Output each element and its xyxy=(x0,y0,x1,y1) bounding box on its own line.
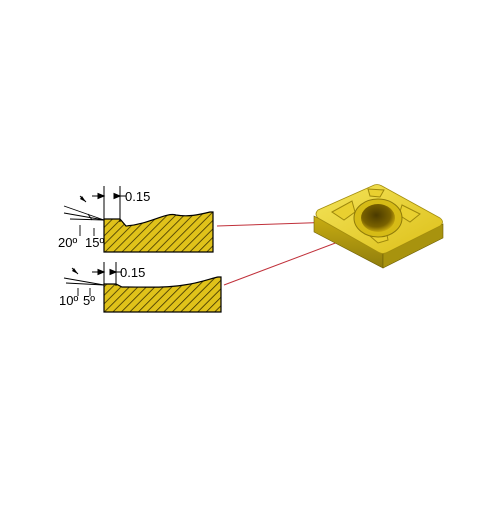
upper-angle-arrow xyxy=(80,196,86,202)
insert-center-hole xyxy=(361,204,395,232)
upper-profile-section xyxy=(103,211,214,253)
upper-profile: 0.15 20º 15º xyxy=(58,186,214,253)
lower-angle-inner-label: 5º xyxy=(83,293,95,308)
lower-leader-line xyxy=(223,235,355,286)
lower-angle-arrow xyxy=(72,268,78,274)
lower-angle-outer-label: 10º xyxy=(59,293,78,308)
cutting-insert xyxy=(313,184,444,269)
lower-profile: 0.15 10º 5º xyxy=(59,262,222,313)
upper-angle-lines xyxy=(63,195,105,236)
upper-land-dimension xyxy=(92,186,126,222)
lower-profile-section xyxy=(103,276,222,313)
lower-land-dimension xyxy=(92,262,122,286)
upper-angle-outer-label: 20º xyxy=(58,235,77,250)
upper-land-width-label: 0.15 xyxy=(125,189,150,204)
lower-land-width-label: 0.15 xyxy=(120,265,145,280)
upper-angle-inner-label: 15º xyxy=(85,235,104,250)
